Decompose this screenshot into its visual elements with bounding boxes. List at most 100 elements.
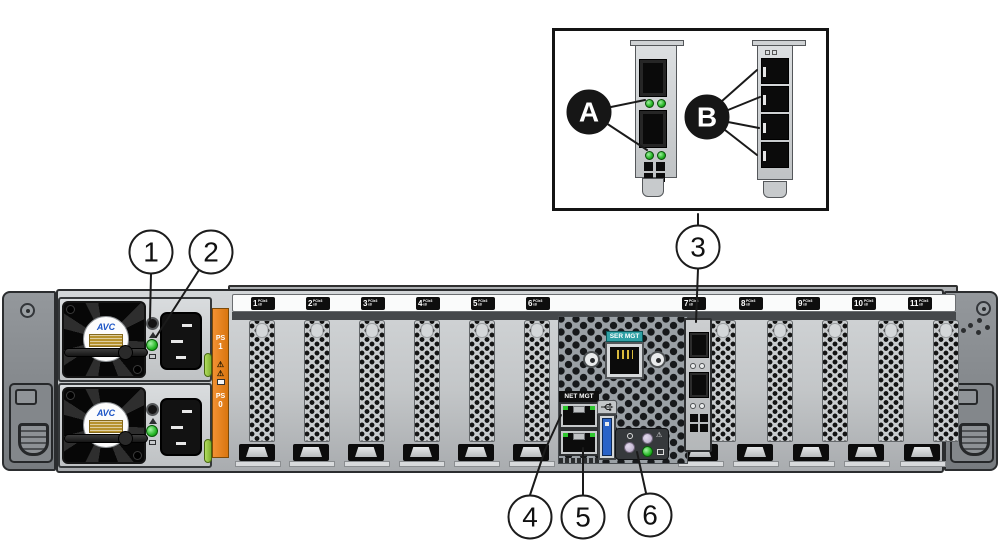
ok-icon [657, 449, 664, 455]
sfp-port [639, 59, 667, 97]
warning-icon: ⚠ [216, 360, 225, 370]
status-led-panel: ⚠ [615, 428, 669, 460]
usb-port [598, 414, 616, 460]
fan-sticker [89, 420, 123, 433]
psu-handle-knob [118, 345, 133, 360]
slot-filler [710, 320, 736, 442]
ac-power-inlet [160, 398, 202, 456]
slot-filler [249, 320, 275, 442]
slot-latch-tab [900, 444, 946, 467]
sfp-port [689, 332, 709, 358]
slot-latch-tab [509, 444, 555, 467]
slot-filler [767, 320, 793, 442]
port-led [657, 151, 666, 160]
ethernet-port [761, 58, 789, 84]
screw-icon [20, 303, 35, 318]
slot-latch-tab [399, 444, 445, 467]
slot-latch-tab [235, 444, 281, 467]
slot-latch-tab [344, 444, 390, 467]
left-end-cap [2, 291, 56, 471]
screw-icon [649, 351, 666, 368]
network-icon [765, 50, 781, 57]
locator-led-button [624, 442, 635, 453]
slot-filler [878, 320, 904, 442]
installed-pcie-card-slot7 [684, 318, 712, 452]
psu-fan: AVC [62, 387, 146, 464]
center-io-panel: SER MGT NET MGT ⚠ [558, 316, 688, 464]
slot-filler [359, 320, 385, 442]
ser-mgt-label: SER MGT [606, 331, 643, 342]
fan-sticker [89, 334, 123, 347]
ethernet-port [761, 86, 789, 112]
manual-icon [216, 379, 225, 386]
left-release-latch [9, 383, 53, 463]
power-supply-bay: AVC AVC [58, 297, 228, 469]
screw-icon [583, 351, 600, 368]
ser-mgt-port [605, 342, 644, 379]
usb-icon [597, 400, 617, 414]
slot-filler [469, 320, 495, 442]
slot-filler [933, 320, 959, 442]
screw-icon [976, 301, 991, 316]
slot-filler [524, 320, 550, 442]
slot-filler [414, 320, 440, 442]
psu-handle [64, 434, 148, 443]
psu-status-icon [149, 354, 156, 359]
psu-ok-led [146, 425, 158, 437]
slot-filler [304, 320, 330, 442]
warning-triangle-icon [149, 418, 157, 424]
psu-handle-knob [118, 431, 133, 446]
psu-handle [64, 348, 148, 357]
ok-led [642, 446, 653, 457]
psu-fault-led [146, 317, 159, 330]
warning-triangle-icon [149, 332, 157, 338]
slot-latch-tab [733, 444, 779, 467]
fan-brand: AVC [96, 408, 116, 418]
psu-fault-led [146, 403, 159, 416]
slot-label-strip [232, 294, 956, 312]
slot-filler [822, 320, 848, 442]
card-a-bracket-tab [642, 178, 664, 197]
ac-power-inlet [160, 312, 202, 370]
fault-led [642, 433, 653, 444]
psu-release-latch [204, 353, 212, 377]
slot-latch-tab [844, 444, 890, 467]
ethernet-port [761, 114, 789, 140]
locator-icon [627, 433, 633, 439]
psu-status-icon [149, 440, 156, 445]
card-inset-box [552, 28, 829, 211]
ethernet-port [761, 142, 789, 168]
slot-latch-tab [789, 444, 835, 467]
psu-release-latch [204, 439, 212, 463]
psu-ok-led [146, 339, 158, 351]
sfp-port [639, 110, 667, 148]
port-micro-labels [559, 458, 599, 463]
ps0-label: PS 0 [215, 393, 226, 410]
ethernet-port [559, 429, 599, 456]
warning-icon: ⚠ [216, 369, 225, 379]
card-b-bracket-tab [763, 181, 787, 198]
net-mgt-label: NET MGT [559, 391, 599, 402]
vent-holes [968, 323, 973, 328]
slot-latch-tab [289, 444, 335, 467]
port-led [645, 151, 654, 160]
power-supply-1: AVC [58, 297, 212, 382]
net-mgt-port [559, 402, 599, 429]
psu-label-strip: PS 1 ⚠ ⚠ PS 0 [212, 308, 229, 458]
power-supply-0: AVC [58, 383, 212, 468]
port-led [657, 99, 666, 108]
fan-brand: AVC [96, 322, 116, 332]
slot-latch-tab [454, 444, 500, 467]
